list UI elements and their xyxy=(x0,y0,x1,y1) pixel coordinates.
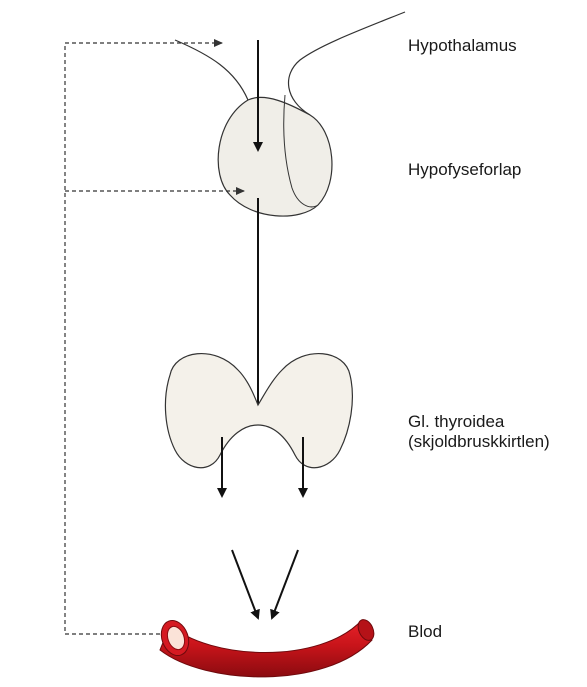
blood-input-arrow-right xyxy=(272,550,298,618)
label-hypothalamus: Hypothalamus xyxy=(408,36,517,56)
pituitary-gland xyxy=(218,97,332,216)
label-thyroidea-norwegian: (skjoldbruskkirtlen) xyxy=(408,432,550,452)
pituitary-label-gap xyxy=(246,175,270,187)
label-blod: Blod xyxy=(408,622,442,642)
hypothalamus-outline-right xyxy=(289,12,405,115)
blood-input-arrow-left xyxy=(232,550,258,618)
label-hypofyseforlap: Hypofyseforlap xyxy=(408,160,521,180)
label-thyroidea: Gl. thyroidea xyxy=(408,412,504,432)
feedback-dashed-line xyxy=(65,43,222,634)
blood-vessel xyxy=(160,620,372,677)
